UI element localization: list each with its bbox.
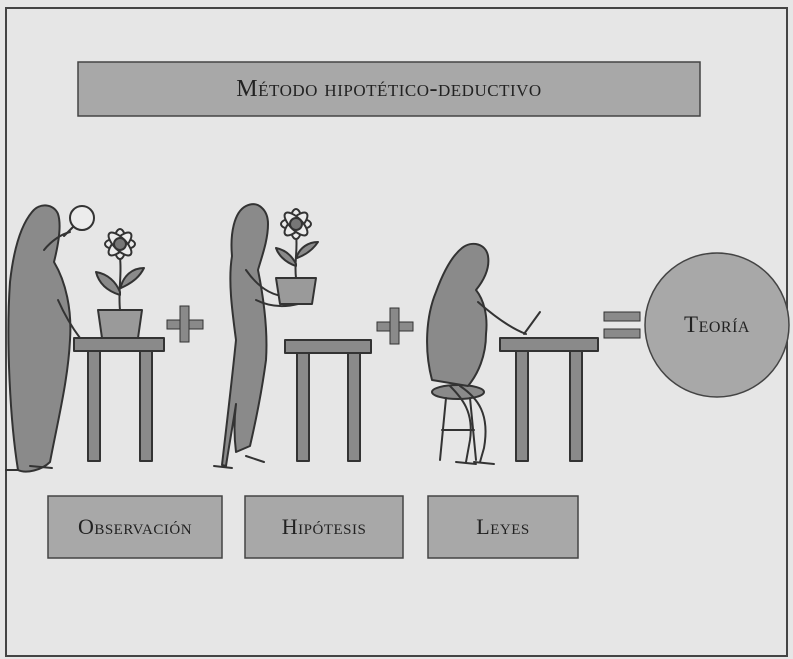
observation-scene xyxy=(5,204,165,473)
writer-figure xyxy=(426,242,527,465)
flower-pot-icon xyxy=(97,309,143,339)
carrier-figure xyxy=(213,203,299,469)
hypothesis-box xyxy=(244,495,404,559)
observation-table xyxy=(73,337,165,352)
laws-label: Leyes xyxy=(476,514,530,539)
plus-operator xyxy=(376,307,414,345)
title-box xyxy=(77,61,701,117)
observer-figure xyxy=(5,204,81,473)
stool xyxy=(431,384,485,400)
laws-scene xyxy=(426,242,599,465)
observation-label: Observación xyxy=(77,514,193,539)
diagram-title: Método hipotético-deductivo xyxy=(236,75,542,102)
equals-operator xyxy=(603,311,641,339)
hypothesis-label: Hipótesis xyxy=(281,514,367,539)
flower-pot-icon xyxy=(275,277,317,305)
hypothesis-scene xyxy=(213,203,372,469)
flower-icon xyxy=(280,208,312,240)
flower-icon xyxy=(104,228,136,260)
hypothesis-table xyxy=(284,339,372,354)
magnifier-icon xyxy=(63,205,95,237)
laws-box xyxy=(427,495,579,559)
theory-circle xyxy=(644,252,790,398)
observation-box xyxy=(47,495,223,559)
plus-operator xyxy=(166,305,204,343)
pencil-icon xyxy=(523,311,541,335)
laws-desk xyxy=(499,337,599,352)
theory-label: Teoría xyxy=(684,312,750,337)
